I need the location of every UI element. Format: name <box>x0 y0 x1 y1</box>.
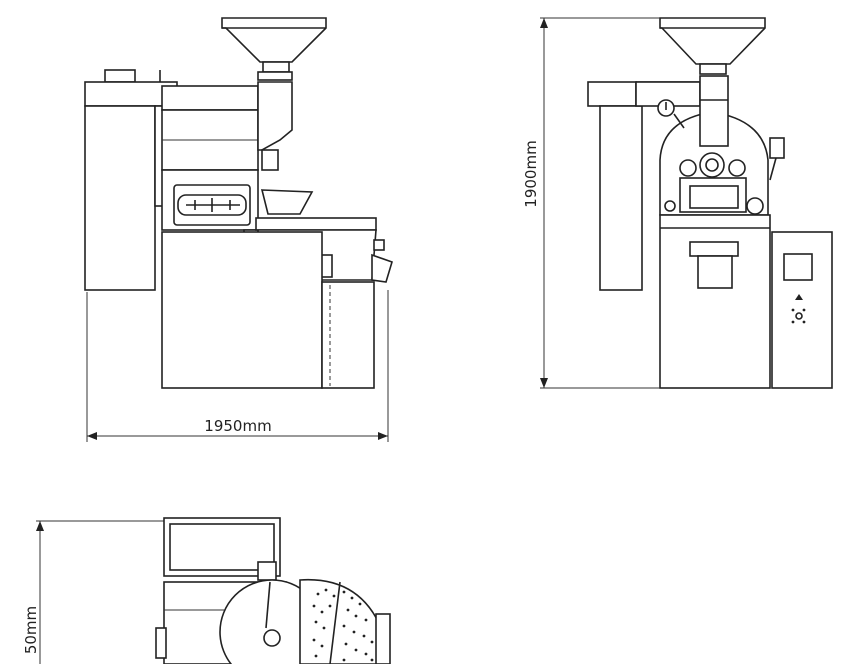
top-view: 50mm <box>22 517 391 664</box>
tray-perforations <box>312 588 374 662</box>
depth-dimension-label: 50mm <box>22 606 40 654</box>
height-dimension-label: 1900mm <box>522 140 540 207</box>
front-view: 1900mm <box>520 17 833 389</box>
side-view: 1950mm <box>84 17 393 442</box>
width-dimension-label: 1950mm <box>204 417 271 435</box>
